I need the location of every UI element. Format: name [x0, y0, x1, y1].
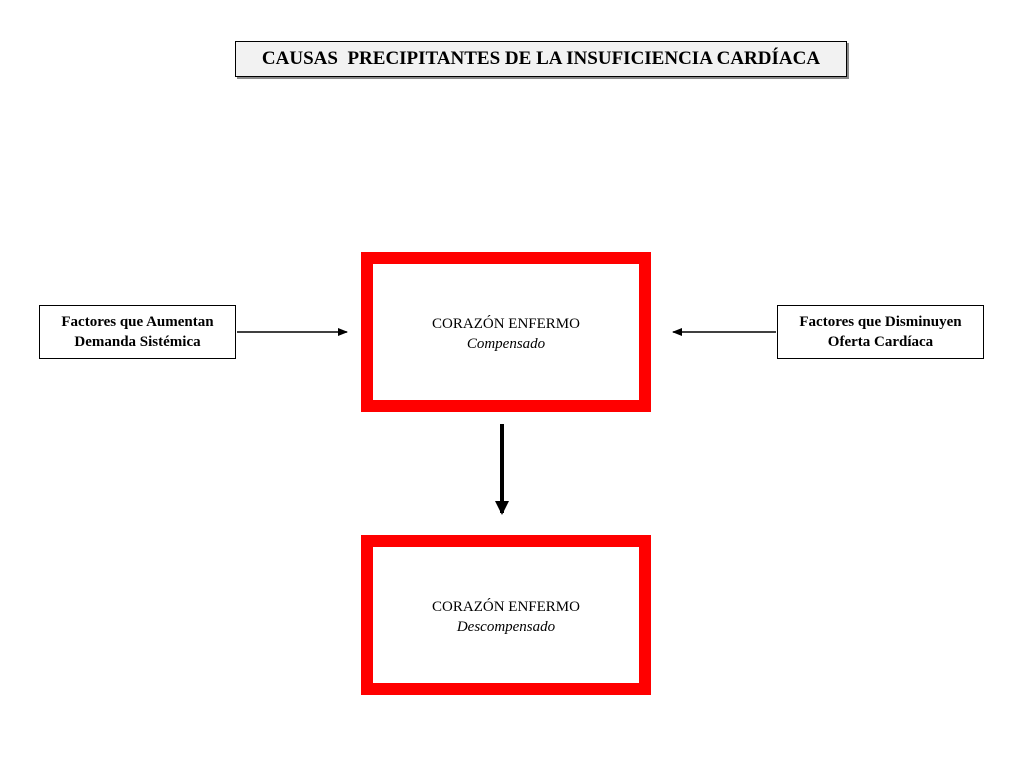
decrease-supply-factors-box: Factores que Disminuyen Oferta Cardíaca — [777, 305, 984, 359]
decrease-supply-label-line1: Factores que Disminuyen — [799, 314, 962, 330]
increase-demand-label-line2: Demanda Sistémica — [74, 334, 201, 350]
compensated-heart-state: Compensado — [466, 336, 546, 352]
diagram-title: CAUSAS PRECIPITANTES DE LA INSUFICIENCIA… — [235, 41, 847, 77]
increase-demand-factors-box: Factores que Aumentan Demanda Sistémica — [39, 305, 236, 359]
decompensated-heart-state: Descompensado — [456, 619, 556, 635]
decrease-supply-label-line2: Oferta Cardíaca — [827, 334, 934, 350]
increase-demand-label-line1: Factores que Aumentan — [61, 314, 214, 330]
decompensated-heart-box: CORAZÓN ENFERMO Descompensado — [361, 535, 651, 695]
decompensated-heart-label: CORAZÓN ENFERMO — [432, 599, 580, 615]
compensated-heart-box: CORAZÓN ENFERMO Compensado — [361, 252, 651, 412]
compensated-heart-label: CORAZÓN ENFERMO — [432, 316, 580, 332]
